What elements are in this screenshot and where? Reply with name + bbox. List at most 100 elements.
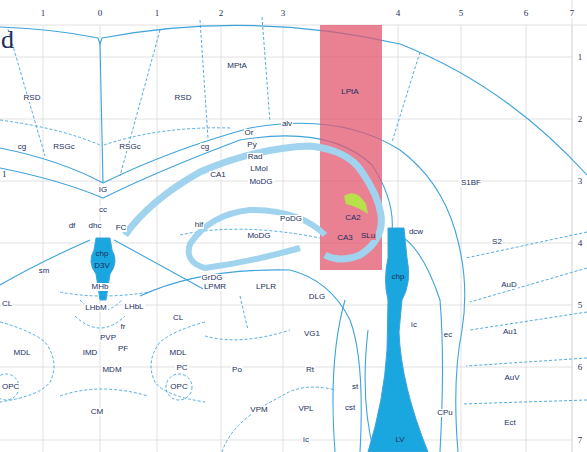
white-matter-border xyxy=(0,123,465,452)
hippocampus xyxy=(125,146,381,268)
midline xyxy=(100,44,103,183)
region-label: LPtA xyxy=(340,88,359,96)
region-label: MoDG xyxy=(246,232,271,240)
ca2-field xyxy=(344,193,368,214)
region-label: Or xyxy=(244,129,255,137)
region-label: Ect xyxy=(503,419,517,427)
region-label: LV xyxy=(394,436,405,444)
region-label: FC xyxy=(115,224,128,232)
region-label: MDL xyxy=(169,349,188,357)
axis-number: 2 xyxy=(577,115,584,124)
outlines xyxy=(0,25,587,452)
axis-number: 3 xyxy=(577,177,584,186)
grid-line xyxy=(43,25,572,452)
region-label: LPLR xyxy=(255,283,277,291)
axis-number: 3 xyxy=(280,9,287,18)
axis-number: 4 xyxy=(395,9,402,18)
axis-number: 2 xyxy=(218,9,225,18)
internal-capsule xyxy=(333,300,374,452)
axis-number: 0 xyxy=(97,9,104,18)
region-label: dhc xyxy=(88,222,103,230)
region-border xyxy=(60,316,148,396)
region-label: VPM xyxy=(249,406,268,414)
axis-number: 1 xyxy=(40,9,47,18)
axis-number: 1 xyxy=(1,170,8,179)
region-label: CPu xyxy=(436,409,454,417)
pyramidal-layer xyxy=(125,146,381,259)
region-label: SLu xyxy=(360,232,376,240)
region-label: Rad xyxy=(247,153,264,161)
region-label: VPL xyxy=(297,405,314,413)
region-label: st xyxy=(351,383,359,391)
region-label: PC xyxy=(175,364,188,372)
region-label: MoDG xyxy=(248,178,273,186)
region-label: MDM xyxy=(101,366,122,374)
tract-circle xyxy=(166,374,192,400)
grid-line xyxy=(0,57,572,440)
region-label: MDL xyxy=(13,349,32,357)
region-label: OPC xyxy=(169,383,188,391)
region-label: LHbL xyxy=(123,303,144,311)
axis-number: 5 xyxy=(577,301,584,310)
granule-layer xyxy=(189,210,325,268)
region-label: Po xyxy=(231,366,243,374)
region-label: MHb xyxy=(91,283,110,291)
region-label: hif xyxy=(194,221,204,229)
region-label: CA1 xyxy=(209,171,227,179)
axis-number: 7 xyxy=(577,436,584,445)
region-label: DLG xyxy=(308,293,326,301)
region-label: chp xyxy=(391,273,406,281)
region-label: LMol xyxy=(249,165,268,173)
region-label: S2 xyxy=(491,238,503,246)
region-label: cst xyxy=(344,404,356,412)
region-border xyxy=(0,120,232,145)
region-label: CM xyxy=(90,408,104,416)
cut-letter: d xyxy=(0,27,15,53)
axis-number: 5 xyxy=(458,9,465,18)
axis-number: 6 xyxy=(523,9,530,18)
region-label: S1BF xyxy=(460,179,482,187)
region-label: AuD xyxy=(500,281,518,289)
region-label: RSD xyxy=(23,94,42,102)
region-label: ic xyxy=(410,321,418,329)
region-label: PVP xyxy=(99,334,117,342)
region-label: LHbM xyxy=(84,304,107,312)
region-label: Py xyxy=(246,141,257,149)
axis-number: 1 xyxy=(154,9,161,18)
region-label: ec xyxy=(443,331,453,339)
region-label: IG xyxy=(98,186,108,194)
axis-number: 6 xyxy=(577,363,584,372)
region-label: cg xyxy=(17,143,27,151)
region-label: fr xyxy=(120,323,127,331)
region-label: df xyxy=(68,222,77,230)
axis-number: 1 xyxy=(577,53,584,62)
region-label: LPMR xyxy=(203,283,227,291)
region-label: alv xyxy=(281,120,293,128)
region-label: RSGc xyxy=(118,143,141,151)
region-label: Au1 xyxy=(502,328,518,336)
region-label: cc xyxy=(98,206,108,214)
region-border xyxy=(205,296,336,452)
region-border xyxy=(151,322,205,402)
region-label: AuV xyxy=(503,374,520,382)
axis-number: 4 xyxy=(577,239,584,248)
region-label: CL xyxy=(1,300,13,308)
region-border xyxy=(0,322,54,402)
region-label: VG1 xyxy=(303,330,321,338)
region-label: D3V xyxy=(93,262,111,270)
region-label: sm xyxy=(38,267,51,275)
region-label: CA2 xyxy=(344,214,362,222)
region-label: CA3 xyxy=(336,234,354,242)
region-label: CL xyxy=(172,314,184,322)
region-borders xyxy=(0,17,587,452)
region-label: MPtA xyxy=(226,62,248,70)
region-border xyxy=(462,232,587,404)
brain-surface xyxy=(0,25,587,175)
region-label: RSGc xyxy=(52,143,75,151)
region-label: OPC xyxy=(1,383,20,391)
thalamus-border xyxy=(140,270,361,452)
region-label: Rt xyxy=(305,366,315,374)
region-label: dcw xyxy=(408,228,424,236)
